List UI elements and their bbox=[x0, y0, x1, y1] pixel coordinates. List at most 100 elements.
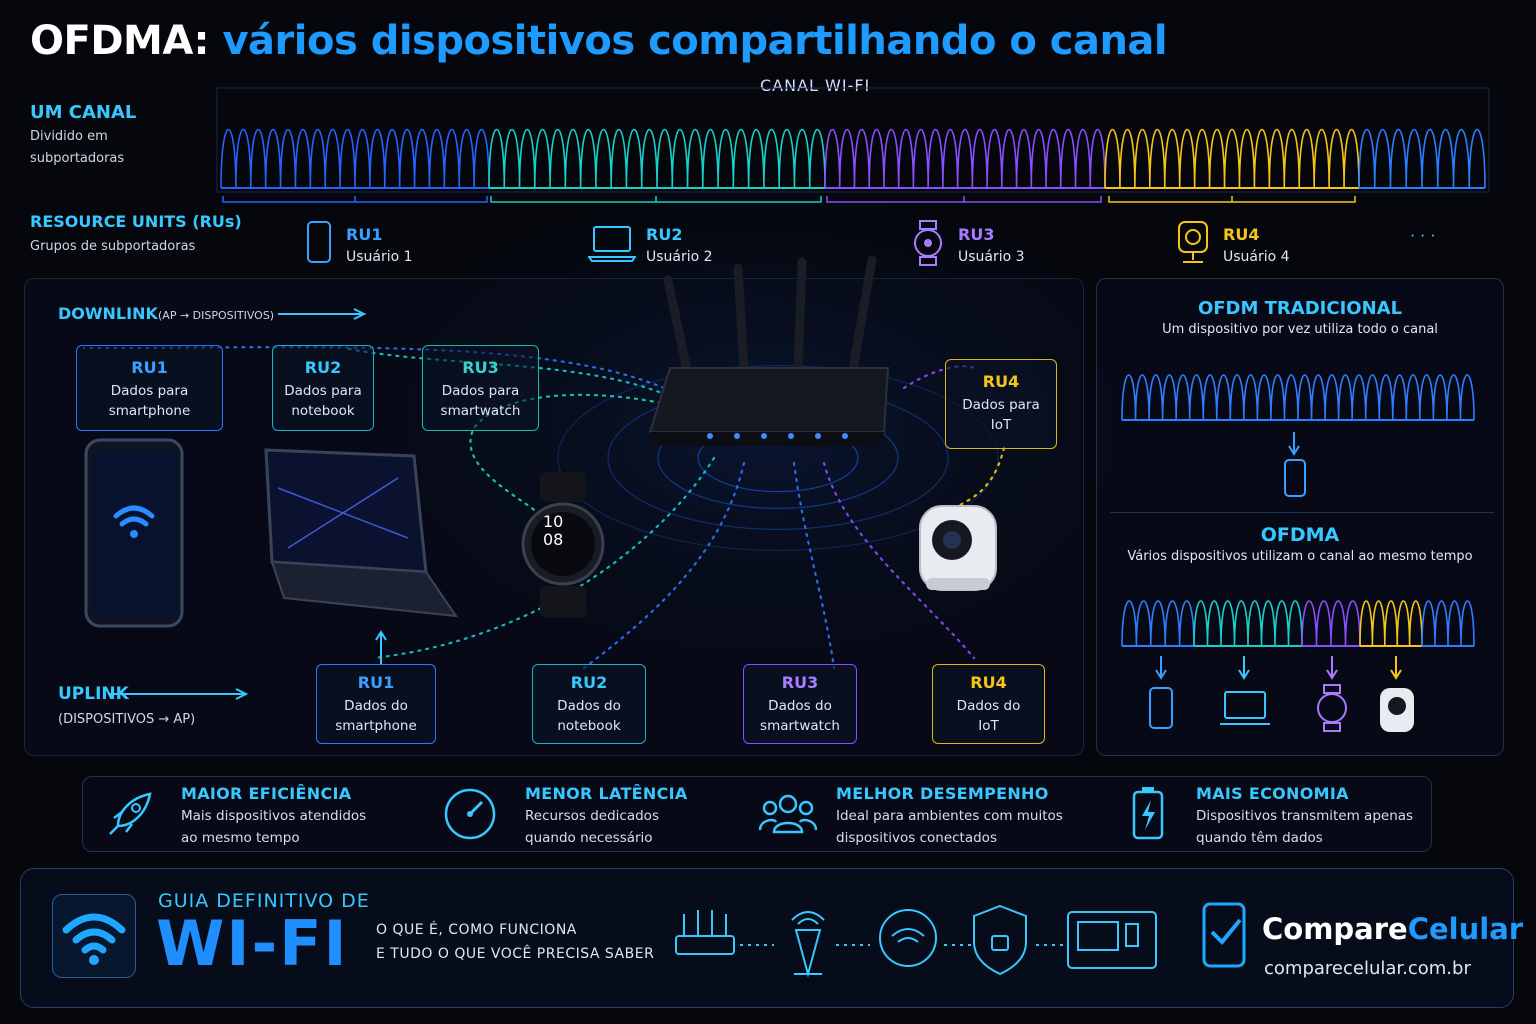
laptop-icon bbox=[588, 226, 636, 262]
ru-item-3-user: Usuário 3 bbox=[958, 249, 1025, 265]
uplink-box-ru3: RU3 Dados do smartwatch bbox=[743, 664, 857, 744]
rocket-icon bbox=[109, 792, 152, 835]
page-title: OFDMA: vários dispositivos compartilhand… bbox=[30, 18, 1168, 64]
brand-phone-icon bbox=[1202, 902, 1246, 968]
downlink-ru3-line1: Dados para bbox=[441, 383, 520, 399]
ofdma-title: OFDMA bbox=[1260, 524, 1340, 546]
ofdma-arrow-1-icon bbox=[1155, 656, 1167, 680]
downlink-ru4-label: RU4 bbox=[982, 372, 1020, 391]
ofdma-smartphone-icon bbox=[1149, 687, 1173, 729]
watch-hour: 10 bbox=[543, 512, 564, 531]
channel-bracket-4 bbox=[1108, 196, 1356, 203]
uplink-ru4-line2: IoT bbox=[978, 718, 999, 734]
title-text: vários dispositivos compartilhando o can… bbox=[222, 18, 1168, 64]
ru-item-3-label: RU3 bbox=[958, 225, 995, 244]
channel-segment-1 bbox=[220, 128, 490, 189]
smartwatch-icon bbox=[914, 220, 942, 266]
brand-url: comparecelular.com.br bbox=[1264, 958, 1471, 979]
downlink-title: DOWNLINK bbox=[58, 304, 158, 323]
ofdm-carriers bbox=[1121, 374, 1475, 421]
ofdm-sub: Um dispositivo por vez utiliza todo o ca… bbox=[1162, 322, 1438, 337]
ru-item-2: RU2 Usuário 2 bbox=[646, 224, 713, 268]
benefit-4-line1: Dispositivos transmitem apenas bbox=[1196, 808, 1414, 824]
benefits-bar bbox=[82, 776, 1432, 852]
flow-line-6 bbox=[792, 461, 836, 670]
channel-bracket-3 bbox=[826, 196, 1102, 203]
signal-ring-4 bbox=[557, 364, 999, 552]
channel-segment-3 bbox=[824, 128, 1106, 189]
channel-segment-2 bbox=[488, 128, 826, 189]
channel-left-title: UM CANAL bbox=[30, 102, 137, 123]
uplink-ru3-line2: smartwatch bbox=[760, 718, 840, 734]
watch-minute: 08 bbox=[543, 530, 564, 549]
downlink-ru4-line2: IoT bbox=[990, 417, 1012, 433]
comparison-panel bbox=[1096, 278, 1504, 756]
brand-name-part2: Celular bbox=[1407, 912, 1524, 946]
uplink-sub: (DISPOSITIVOS → AP) bbox=[58, 712, 196, 727]
smartphone-device bbox=[84, 438, 184, 628]
uplink-box-ru4: RU4 Dados do IoT bbox=[932, 664, 1045, 744]
ofdma-laptop-icon bbox=[1220, 691, 1270, 725]
camera-icon bbox=[1178, 221, 1208, 263]
iot-camera-device bbox=[919, 505, 997, 591]
uplink-box-ru1: RU1 Dados do smartphone bbox=[316, 664, 436, 744]
benefit-4-title: MAIS ECONOMIA bbox=[1196, 784, 1349, 803]
ofdma-ru2 bbox=[1193, 600, 1303, 647]
title-prefix: OFDMA: bbox=[30, 18, 210, 64]
uplink-ru1-line2: smartphone bbox=[335, 718, 417, 734]
ofdma-arrow-3-icon bbox=[1326, 656, 1338, 680]
benefit-3-line2: dispositivos conectados bbox=[836, 830, 997, 846]
footer-icon-chain bbox=[675, 904, 1157, 978]
uplink-ru2-line1: Dados do bbox=[557, 698, 621, 714]
flow-line-3 bbox=[469, 393, 686, 520]
ofdma-arrow-4-icon bbox=[1390, 656, 1402, 680]
channel-bracket-2 bbox=[490, 196, 822, 203]
footer-wifi-title: WI-FI bbox=[156, 907, 349, 980]
brand-name-part1: Compare bbox=[1262, 912, 1408, 946]
data-flow-lines bbox=[82, 346, 1006, 670]
flow-line-1 bbox=[82, 346, 666, 390]
ru-more-ellipsis: · · · bbox=[1410, 226, 1436, 245]
downlink-ru1-line2: smartphone bbox=[108, 403, 191, 419]
smartwatch-device bbox=[521, 472, 605, 618]
channel-spectrum bbox=[216, 87, 1490, 203]
channel-segment-5 bbox=[1358, 128, 1486, 189]
uplink-up-arrow-icon bbox=[375, 630, 387, 664]
uplink-ru1-label: RU1 bbox=[357, 673, 395, 692]
laptop-device bbox=[264, 448, 458, 618]
downlink-ru3-line2: smartwatch bbox=[440, 403, 521, 419]
uplink-ru2-label: RU2 bbox=[570, 673, 608, 692]
uplink-ru4-label: RU4 bbox=[970, 673, 1007, 692]
ru-item-3: RU3 Usuário 3 bbox=[958, 224, 1025, 268]
ofdma-arrow-2-icon bbox=[1238, 656, 1250, 680]
uplink-ru3-line1: Dados do bbox=[768, 698, 832, 714]
ofdma-spectrum bbox=[1121, 600, 1475, 647]
channel-label: CANAL WI-FI bbox=[760, 76, 871, 95]
downlink-ru2-label: RU2 bbox=[304, 358, 342, 377]
footer-banner bbox=[20, 868, 1514, 1008]
benefit-4-line2: quando têm dados bbox=[1196, 830, 1323, 846]
ru-item-4-user: Usuário 4 bbox=[1223, 249, 1290, 265]
downlink-ru1-line1: Dados para bbox=[110, 383, 189, 399]
channel-left-sub2: subportadoras bbox=[30, 151, 125, 166]
flow-line-7 bbox=[822, 461, 976, 660]
downlink-ru3-label: RU3 bbox=[462, 358, 499, 377]
ru-item-1: RU1 Usuário 1 bbox=[346, 224, 413, 268]
uplink-arrow-icon bbox=[110, 688, 249, 700]
ofdma-sub: Vários dispositivos utilizam o canal ao … bbox=[1127, 549, 1473, 564]
flow-line-4 bbox=[372, 456, 716, 660]
flow-line-5 bbox=[582, 461, 746, 670]
ofdma-ru1 bbox=[1121, 600, 1195, 647]
ofdma-ru4 bbox=[1359, 600, 1423, 647]
flow-line-9 bbox=[952, 446, 1006, 510]
flow-line-2 bbox=[342, 346, 676, 400]
router-icon bbox=[648, 255, 890, 446]
benefit-2-line1: Recursos dedicados bbox=[525, 808, 659, 824]
benefit-2-line2: quando necessário bbox=[525, 830, 653, 846]
downlink-ru1-label: RU1 bbox=[131, 358, 168, 377]
uplink-title: UPLINK bbox=[58, 684, 129, 704]
benefit-3-line1: Ideal para ambientes com muitos bbox=[836, 808, 1063, 824]
downlink-ru2-line1: Dados para bbox=[284, 383, 362, 399]
ofdm-down-arrow-icon bbox=[1288, 432, 1300, 456]
ofdma-extra bbox=[1421, 600, 1475, 647]
